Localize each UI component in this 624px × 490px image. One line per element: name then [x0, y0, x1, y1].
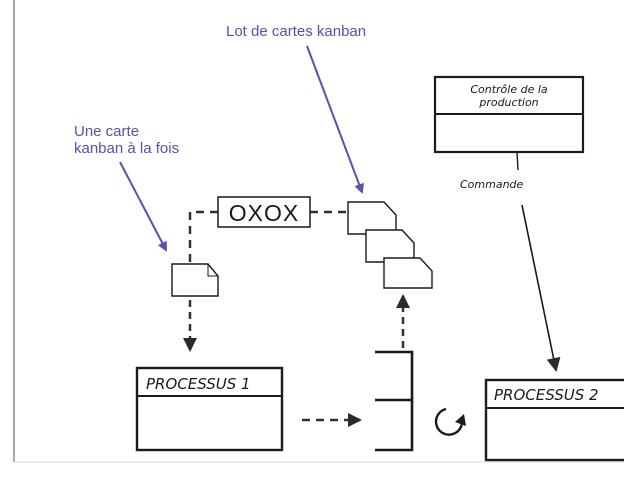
- kanban-card-single-fold: [207, 264, 218, 277]
- kanban-card-batch-2: [365, 229, 415, 263]
- process-1-label: PROCESSUS 1: [146, 375, 251, 393]
- dashed-path-left: [188, 210, 218, 262]
- command-line-top: [516, 151, 519, 171]
- command-label: Commande: [460, 178, 524, 191]
- cycle-icon: [434, 407, 464, 436]
- process-2-label: PROCESSUS 2: [494, 386, 599, 404]
- annotation-batch-arrow: [306, 45, 364, 194]
- annotation-batch-cards: Lot de cartes kanban: [226, 23, 366, 40]
- kanban-card-batch-3: [383, 257, 433, 289]
- command-arrow: [521, 204, 561, 372]
- kanban-card-single: [171, 263, 219, 297]
- production-control-line1: Contrôle de la: [470, 83, 548, 96]
- signal-board: [217, 196, 311, 228]
- kanban-card-batch-1: [347, 201, 397, 235]
- signal-board-label: OXOX: [229, 200, 299, 226]
- annotation-one-card-arrow: [119, 161, 167, 252]
- annotation-one-card-line1: Une carte: [74, 123, 139, 140]
- process-2-box: [484, 378, 624, 462]
- process-1-box: [135, 366, 284, 452]
- cycle-icon-head: [455, 414, 466, 426]
- annotation-one-card-line2: kanban à la fois: [74, 140, 179, 157]
- production-control-line2: production: [478, 96, 538, 109]
